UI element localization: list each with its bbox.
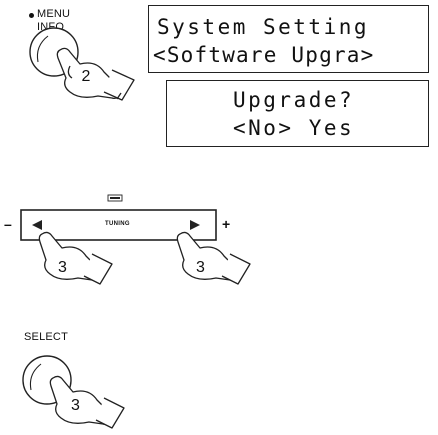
menu-info-button-press-illustration: 2 [29, 27, 135, 101]
lcd-line-1: Upgrade? [233, 88, 355, 112]
tuning-indicator-fill [110, 197, 120, 199]
right-step-number: 3 [196, 259, 205, 276]
pressing-hand-icon [38, 231, 113, 285]
plus-label: + [222, 216, 231, 232]
left-arrow-icon[interactable] [32, 220, 42, 230]
menu-step-number: 2 [82, 68, 91, 85]
pressing-hand-icon [176, 231, 251, 285]
pressing-hand-icon [49, 375, 125, 429]
lcd-display-upgrade: Upgrade? <No> Yes [166, 80, 429, 147]
lcd-line-2: <Software Upgra> [153, 43, 375, 67]
select-label: SELECT [24, 331, 68, 343]
tuning-control-illustration [20, 194, 251, 285]
lcd-line-1: System Setting [157, 15, 370, 39]
minus-label: – [4, 216, 12, 232]
menu-label: MENU [37, 8, 71, 20]
lcd-line-2: <No> Yes [233, 116, 355, 140]
menu-bullet-icon [29, 13, 34, 18]
pressing-hand-icon [56, 47, 135, 101]
right-arrow-icon[interactable] [190, 220, 200, 230]
select-step-number: 3 [71, 397, 80, 414]
select-button-press-illustration [22, 355, 125, 429]
left-step-number: 3 [58, 259, 67, 276]
tuning-label: TUNING [105, 221, 130, 227]
lcd-display-system-setting: System Setting <Software Upgra> [148, 5, 429, 73]
